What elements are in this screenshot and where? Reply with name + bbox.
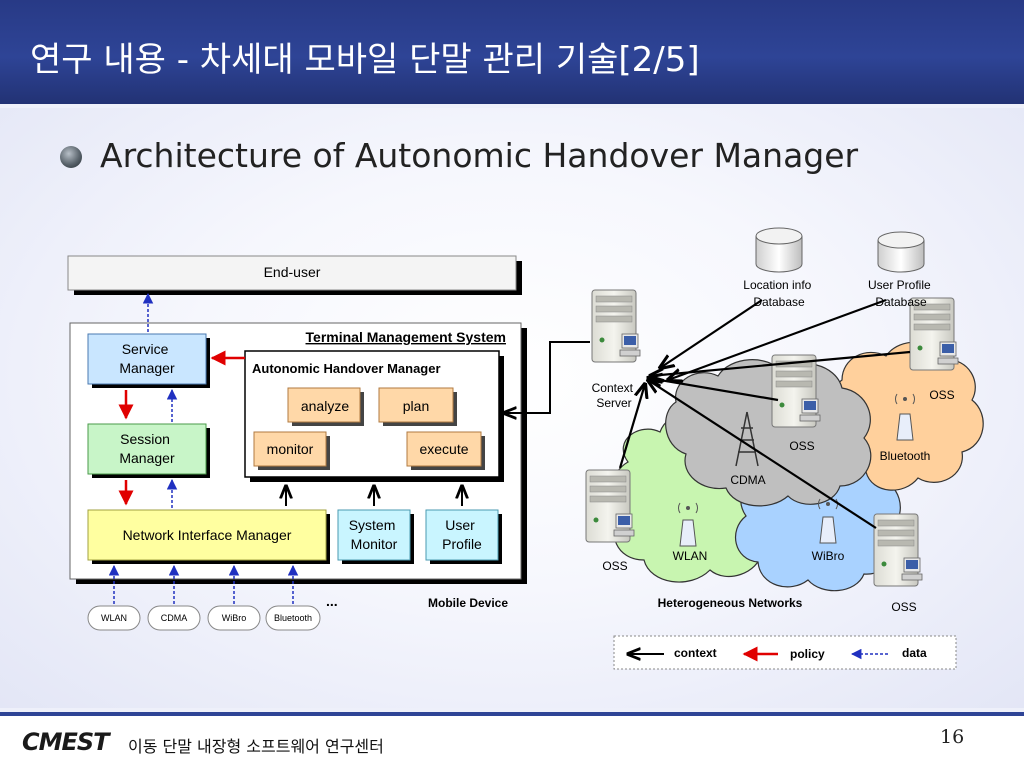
mobile-device-caption: Mobile Device [428, 596, 508, 610]
context-server-line2: Server [596, 396, 631, 410]
network-interface-manager-box: Network Interface Manager [87, 509, 330, 564]
user-profile-db-line2: Database [875, 295, 927, 309]
bullet-text: Architecture of Autonomic Handover Manag… [100, 136, 859, 175]
tms-title: Terminal Management System [306, 329, 506, 345]
nim-label: Network Interface Manager [123, 527, 292, 543]
page-number: 16 [940, 726, 965, 748]
plan-box: plan [378, 387, 457, 426]
oss-server-wibro-icon [873, 513, 923, 587]
user-profile-line2: Profile [442, 536, 482, 552]
bullet-icon [60, 146, 82, 168]
cmest-logo: CMEST [22, 728, 110, 756]
wibro-access-point-icon [818, 498, 838, 544]
oss-wlan-label: OSS [602, 559, 627, 573]
legend-data-label: data [902, 646, 927, 660]
svg-text:Location info Database: Location info Database [743, 278, 814, 309]
system-monitor-box: System Monitor [337, 509, 414, 564]
wibro-label: WiBro [812, 549, 845, 563]
interface-cdma-label: CDMA [161, 613, 188, 623]
interface-cdma: CDMA [147, 605, 201, 631]
service-manager-line1: Service [122, 341, 169, 357]
oss-server-cdma-icon [771, 354, 821, 428]
oss-wibro-label: OSS [891, 600, 916, 614]
svg-text:User Profile: User Profile [442, 517, 482, 552]
footer [0, 716, 1024, 768]
context-arrow-server-to-ahm [504, 341, 590, 413]
svg-text:User Profile Database: User Profile Database [868, 278, 934, 309]
legend-context-label: context [674, 646, 717, 660]
context-server-icon [591, 289, 641, 363]
interface-wibro-label: WiBro [222, 613, 247, 623]
end-user-box: End-user [67, 255, 522, 295]
analyze-label: analyze [301, 398, 349, 414]
user-profile-box: User Profile [425, 509, 502, 564]
interfaces-ellipsis: ... [326, 593, 338, 609]
system-monitor-line2: Monitor [351, 536, 398, 552]
interface-wibro: WiBro [207, 605, 261, 631]
end-user-label: End-user [264, 264, 321, 280]
svg-text:System Monitor: System Monitor [349, 517, 400, 552]
legend: context policy data [613, 635, 957, 670]
interface-wlan: WLAN [87, 605, 141, 631]
location-db-line2: Database [753, 295, 805, 309]
system-monitor-line1: System [349, 517, 396, 533]
interface-bluetooth-label: Bluetooth [274, 613, 312, 623]
slide-title: 연구 내용 - 차세대 모바일 단말 관리 기술[2/5] [30, 40, 700, 80]
cloud-cdma [665, 359, 872, 507]
session-manager-line1: Session [120, 431, 170, 447]
plan-label: plan [403, 398, 429, 414]
session-manager-line2: Manager [119, 450, 175, 466]
service-manager-box: Service Manager [87, 333, 210, 388]
interface-bluetooth: Bluetooth [265, 605, 321, 631]
cdma-label: CDMA [730, 473, 765, 487]
service-manager-line2: Manager [119, 360, 175, 376]
svg-text:Context Server: Context Server [592, 381, 637, 410]
context-server-line1: Context [592, 381, 634, 395]
context-arrows-to-server [618, 298, 911, 529]
analyze-box: analyze [287, 387, 364, 426]
footer-org-name: 이동 단말 내장형 소프트웨어 연구센터 [128, 737, 384, 756]
location-db-icon [755, 227, 803, 273]
oss-cdma-label: OSS [789, 439, 814, 453]
bluetooth-label: Bluetooth [880, 449, 931, 463]
user-profile-line1: User [445, 517, 475, 533]
bluetooth-access-point-icon [895, 393, 915, 441]
location-db-line1: Location info [743, 278, 811, 292]
user-profile-db-line1: User Profile [868, 278, 931, 292]
monitor-label: monitor [267, 441, 314, 457]
execute-box: execute [406, 431, 485, 470]
legend-policy-label: policy [790, 647, 825, 661]
oss-bluetooth-label: OSS [929, 388, 954, 402]
svg-text:Service Manager: Service Manager [119, 341, 175, 376]
wlan-label: WLAN [673, 549, 708, 563]
heterogeneous-networks-caption: Heterogeneous Networks [658, 596, 803, 610]
wlan-access-point-icon [678, 502, 698, 547]
footer-divider [0, 712, 1024, 716]
svg-text:Session Manager: Session Manager [119, 431, 175, 466]
monitor-box: monitor [253, 431, 330, 470]
execute-label: execute [419, 441, 468, 457]
ahm-title: Autonomic Handover Manager [252, 361, 441, 376]
interface-wlan-label: WLAN [101, 613, 127, 623]
title-bar: 연구 내용 - 차세대 모바일 단말 관리 기술[2/5] [0, 0, 1024, 104]
user-profile-db-icon [877, 231, 925, 273]
session-manager-box: Session Manager [87, 423, 210, 478]
oss-server-wlan-icon [585, 469, 635, 543]
